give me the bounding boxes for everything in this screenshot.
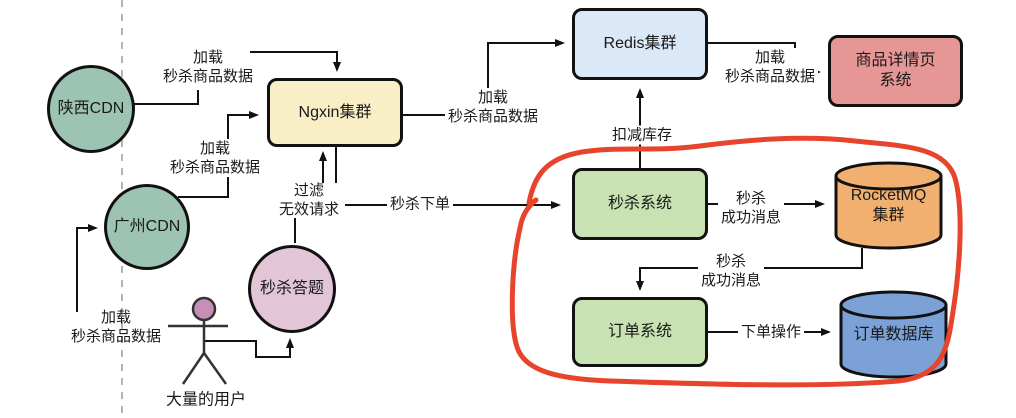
node-order-system: 订单系统	[572, 297, 708, 367]
node-product-detail-line1: 商品详情页	[855, 52, 936, 69]
users-caption: 大量的用户	[165, 391, 247, 409]
edge-label-load-top: 加载 秒杀商品数据	[162, 49, 254, 85]
edge-label-load-user: 加载 秒杀商品数据	[70, 309, 162, 345]
user-stick-figure-icon	[168, 296, 228, 385]
rocketmq-line1: RocketMQ	[850, 187, 927, 204]
node-seckill-quiz: 秒杀答题	[248, 245, 336, 333]
edge-user-gzcdn	[76, 224, 98, 312]
node-guangzhou-cdn: 广州CDN	[104, 184, 190, 270]
edge-label-place-order: 下单操作	[737, 322, 805, 342]
node-shaanxi-cdn-label: 陕西CDN	[57, 100, 125, 117]
edge-shaanxicdn-label	[134, 90, 199, 105]
node-redis-cluster-label: Redis集群	[603, 35, 677, 52]
node-guangzhou-cdn-label: 广州CDN	[113, 218, 181, 235]
node-seckill-quiz-label: 秒杀答题	[259, 280, 324, 297]
edge-label-seckill-order: 秒杀下单	[386, 194, 454, 214]
edge-label-load-redis: 加载 秒杀商品数据	[444, 88, 542, 126]
orderdb-line1: 订单数据库	[853, 326, 934, 343]
edge-label-load-detail: 加载 秒杀商品数据	[721, 48, 819, 86]
edge-label-nginx-top	[250, 51, 341, 72]
rocketmq-line2: 集群	[872, 207, 905, 224]
edge-label-success-msg-2: 秒杀 成功消息	[697, 252, 765, 290]
node-product-detail-line2: 系统	[879, 72, 912, 89]
node-seckill-system: 秒杀系统	[572, 168, 708, 240]
node-nginx-cluster: Ngxin集群	[267, 78, 403, 147]
node-order-database-label: 订单数据库	[841, 325, 946, 345]
node-order-system-label: 订单系统	[607, 323, 672, 340]
node-seckill-system-label: 秒杀系统	[607, 195, 672, 212]
edge-label-success-msg-1: 秒杀 成功消息	[717, 189, 785, 227]
node-product-detail-system: 商品详情页 系统	[828, 35, 963, 107]
edge-label-filter: 过滤 无效请求	[278, 182, 340, 218]
node-rocketmq-cluster-label: RocketMQ 集群	[836, 186, 941, 226]
node-redis-cluster: Redis集群	[572, 8, 708, 80]
edge-label-load-mid: 加载 秒杀商品数据	[166, 139, 264, 177]
node-nginx-cluster-label: Ngxin集群	[298, 103, 372, 121]
edge-user-quiz	[204, 338, 294, 358]
edge-label-deduct-stock: 扣减库存	[608, 125, 676, 145]
node-shaanxi-cdn: 陕西CDN	[47, 65, 135, 153]
